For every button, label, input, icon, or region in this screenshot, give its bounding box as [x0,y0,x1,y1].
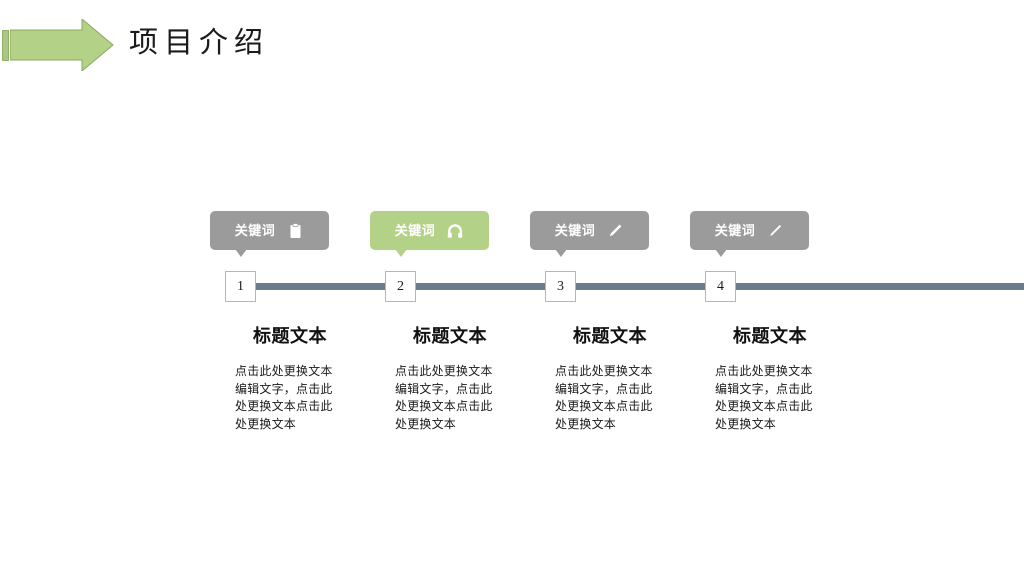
column-body-4: 点击此处更换文本编辑文字，点击此处更换文本点击此处更换文本 [715,364,813,431]
column-heading-4: 标题文本 [733,326,807,346]
column-heading-2: 标题文本 [413,326,487,346]
keyword-chip-1[interactable]: 关键词 [210,211,329,250]
column-heading-3: 标题文本 [573,326,647,346]
keyword-label-2: 关键词 [394,223,436,238]
keyword-chip-4[interactable]: 关键词 [690,211,809,250]
headphones-icon [446,222,464,240]
chip-pointer-2 [395,249,407,257]
chip-pointer-3 [555,249,567,257]
timeline-item-3: 关键词 3 标题文本 点击此处更换文本编辑文字，点击此处更换文本点击此处更换文本 [530,0,690,576]
timeline-item-4: 关键词 4 标题文本 点击此处更换文本编辑文字，点击此处更换文本点击此处更换文本 [690,0,850,576]
timeline-node-3[interactable]: 3 [545,271,576,302]
pencil-icon [606,222,624,240]
timeline-connector-line [251,283,1024,290]
timeline-node-4[interactable]: 4 [705,271,736,302]
page-title: 项目介绍 [129,27,270,59]
right-arrow-icon [9,17,114,73]
keyword-label-3: 关键词 [554,223,596,238]
arrow-tail-bar [2,30,9,61]
column-heading-1: 标题文本 [253,326,327,346]
keyword-label-4: 关键词 [714,223,756,238]
column-body-1: 点击此处更换文本编辑文字，点击此处更换文本点击此处更换文本 [235,364,333,431]
column-body-3: 点击此处更换文本编辑文字，点击此处更换文本点击此处更换文本 [555,364,653,431]
keyword-chip-2[interactable]: 关键词 [370,211,489,250]
timeline-node-1[interactable]: 1 [225,271,256,302]
column-body-2: 点击此处更换文本编辑文字，点击此处更换文本点击此处更换文本 [395,364,493,431]
slide-header: 项目介绍 [0,0,1024,92]
timeline-node-number-1: 1 [237,279,244,294]
chip-pointer-4 [715,249,727,257]
timeline-node-number-3: 3 [557,279,564,294]
keyword-label-1: 关键词 [234,223,276,238]
timeline-node-2[interactable]: 2 [385,271,416,302]
chip-pointer-1 [235,249,247,257]
timeline-item-2: 关键词 2 标题文本 点击此处更换文本编辑文字，点击此处更换文本点击此处更换文本 [370,0,530,576]
clipboard-icon [286,222,304,240]
timeline-item-1: 关键词 1 标题文本 点击此处更换文本编辑文字，点击此处更换文本点击此处更换文本 [210,0,370,576]
keyword-chip-3[interactable]: 关键词 [530,211,649,250]
header-arrow-graphic [2,17,114,73]
timeline-node-number-2: 2 [397,279,404,294]
pencil-outline-icon [766,222,784,240]
timeline-node-number-4: 4 [717,279,724,294]
